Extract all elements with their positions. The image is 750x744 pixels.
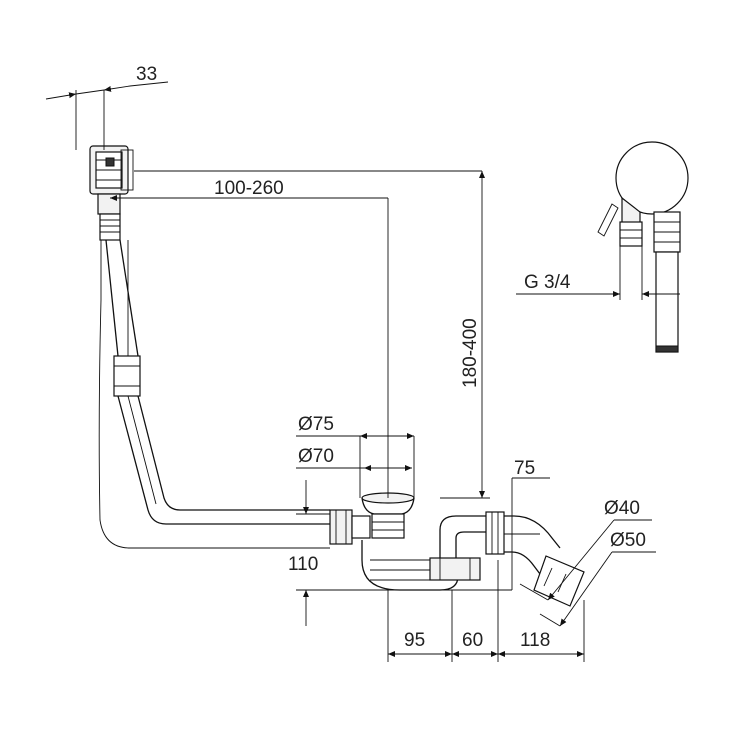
label-118: 118: [520, 630, 550, 651]
side-view: [597, 141, 689, 353]
label-100-260: 100-260: [214, 178, 284, 199]
label-110: 110: [288, 554, 318, 575]
drain-body: [329, 492, 585, 607]
label-diameter-50: Ø50: [610, 530, 646, 551]
dimension-lines: [45, 81, 680, 662]
label-95: 95: [404, 630, 425, 651]
label-diameter-70: Ø70: [298, 446, 334, 467]
label-diameter-40: Ø40: [604, 498, 640, 519]
overflow-riser-pipe: [98, 239, 330, 549]
overflow-head: [89, 145, 134, 241]
label-thread-g34: G 3/4: [524, 272, 571, 293]
label-75: 75: [514, 458, 535, 479]
label-diameter-75: Ø75: [298, 414, 334, 435]
dimension-labels: 33 100-260 180-400 Ø75 Ø70 75 Ø40 Ø50 11…: [136, 64, 646, 651]
label-33: 33: [136, 64, 157, 85]
label-180-400: 180-400: [460, 318, 481, 388]
label-60: 60: [462, 630, 483, 651]
